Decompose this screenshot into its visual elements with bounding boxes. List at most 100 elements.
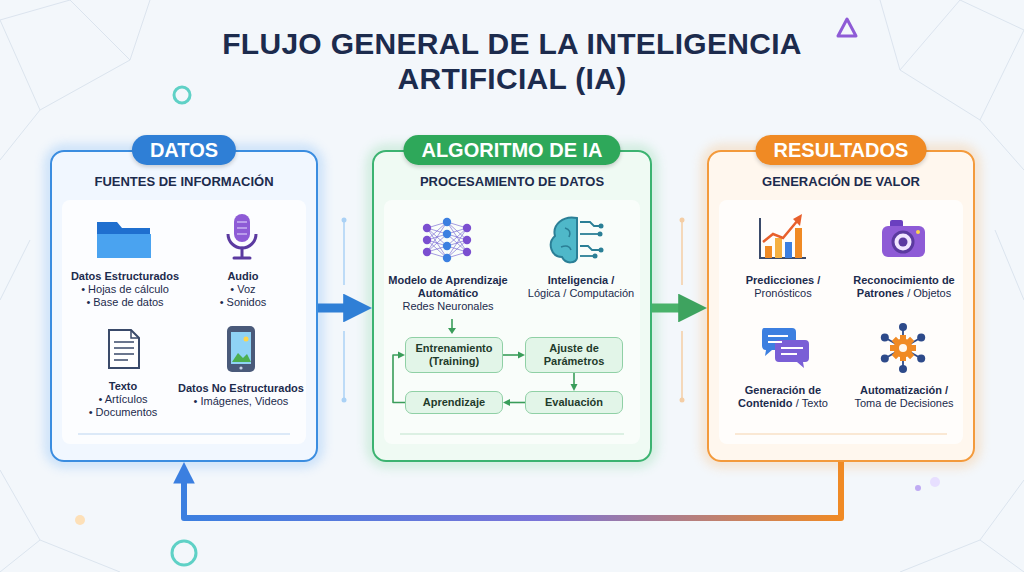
neural-network-icon: [423, 218, 471, 262]
process-step-box: Entrenamiento (Training): [405, 337, 503, 373]
decoration-ring: [174, 87, 190, 103]
stage-heading: ALGORITMO DE IA: [403, 135, 620, 165]
process-step-box: Evaluación: [525, 391, 623, 414]
icon-caption: Generación de Contenido/ Texto: [727, 384, 839, 410]
brain-icon: [599, 224, 604, 229]
separator-line: [78, 433, 290, 434]
neural-network-icon: [443, 242, 451, 250]
document-icon: [131, 330, 139, 338]
gear-network-icon: [899, 344, 907, 352]
bar-chart-icon: [760, 214, 806, 258]
step-label: Ajuste de Parámetros: [529, 342, 619, 368]
gear-network-icon: [881, 323, 925, 373]
bar-chart-icon: [763, 220, 798, 242]
gear-network-icon: [894, 339, 913, 358]
panel-glow: [372, 150, 652, 462]
chat-icon: [775, 340, 809, 368]
stage-subtitle: FUENTES DE INFORMACIÓN: [52, 174, 316, 189]
microphone-icon: [234, 214, 250, 242]
flow-arrow: [318, 304, 358, 313]
panel-glow: [50, 150, 318, 462]
decoration-dot: [75, 515, 85, 525]
item-detail: • Hojas de cálculo: [63, 283, 187, 296]
stage-panel: RESULTADOSGENERACIÓN DE VALOR: [707, 150, 975, 462]
microphone-icon: [234, 248, 250, 258]
feedback-arrow: [184, 462, 841, 518]
step-label: Entrenamiento (Training): [409, 342, 499, 368]
flow-arrow: [507, 402, 525, 404]
microphone-icon: [228, 234, 256, 248]
gear-network-icon: [899, 365, 907, 373]
brain-icon: [599, 248, 604, 253]
bar-chart-icon: [785, 242, 792, 258]
neural-network-icon: [443, 254, 451, 262]
item-heading: Automatización /: [841, 384, 967, 397]
item-detail: • Base de datos: [63, 296, 187, 309]
flow-arrow: [448, 328, 456, 334]
brain-icon: [580, 246, 599, 250]
phone-icon: [227, 326, 255, 372]
folder-icon: [97, 222, 150, 258]
camera-icon: [882, 220, 925, 257]
item-detail: • Sonidos: [195, 296, 291, 309]
icon-caption: Datos No Estructurados• Imágenes, Videos: [173, 382, 309, 408]
panel-fill: [50, 150, 318, 462]
panel-fill: [707, 150, 975, 462]
diagram-title: FLUJO GENERAL DE LA INTELIGENCIA ARTIFIC…: [212, 26, 812, 96]
circuit-trace: [342, 218, 347, 223]
bar-chart-icon: [765, 246, 772, 258]
item-detail: / Texto: [796, 397, 828, 409]
item-heading: Modelo de Aprendizaje Automático: [375, 274, 521, 300]
separator-line: [78, 433, 947, 434]
icon-caption: Audio• Voz• Sonidos: [195, 270, 291, 309]
flow-arrow: [652, 304, 693, 313]
brain-icon: [580, 255, 593, 257]
circuit-trace: [342, 398, 347, 403]
chat-icon: [781, 348, 803, 354]
neural-network-icon: [443, 218, 451, 226]
gear-network-icon: [917, 334, 925, 342]
item-detail: Redes Neuronales: [375, 300, 521, 313]
icon-caption: Modelo de Aprendizaje AutomáticoRedes Ne…: [375, 274, 521, 313]
document-icon: [109, 330, 139, 368]
item-detail: • Documentos: [68, 406, 178, 419]
separator-line: [735, 433, 947, 434]
panel-fill: [372, 150, 652, 462]
item-detail: / Objetos: [907, 287, 951, 299]
phone-icon: [231, 332, 251, 364]
decoration-ring: [172, 541, 196, 565]
item-heading: Predicciones /: [727, 274, 839, 287]
item-detail: • Artículos: [68, 393, 178, 406]
separator-line: [400, 433, 624, 434]
circuit-trace: [680, 398, 685, 403]
stage-subtitle: GENERACIÓN DE VALOR: [709, 174, 973, 189]
item-heading: Datos Estructurados: [63, 270, 187, 283]
circuit-trace: [680, 218, 685, 223]
chat-icon: [768, 336, 788, 342]
decoration-triangle: [838, 19, 856, 36]
folder-icon: [97, 234, 151, 258]
brain-icon: [551, 217, 604, 262]
step-label: Evaluación: [529, 396, 619, 409]
item-heading: Texto: [68, 380, 178, 393]
gear-network-icon: [917, 355, 925, 363]
neural-network-icon: [423, 248, 431, 256]
folder-icon: [97, 222, 151, 258]
gear-network-icon: [899, 323, 907, 331]
brain-icon: [580, 222, 599, 256]
panel-fill: [384, 200, 640, 444]
stage-heading: DATOS: [132, 135, 236, 165]
panel-fill: [50, 150, 975, 462]
icon-caption: Reconocimiento de Patrones/ Objetos: [841, 274, 967, 300]
item-detail: Toma de Decisiones: [841, 397, 967, 410]
chat-icon: [762, 328, 809, 368]
brain-icon: [561, 228, 571, 250]
phone-icon: [239, 366, 242, 369]
brain-icon: [593, 254, 598, 259]
icon-caption: Inteligencia /Lógica / Computación: [523, 274, 639, 300]
step-label: Aprendizaje: [409, 396, 499, 409]
item-detail: Lógica / Computación: [523, 287, 639, 300]
neural-network-icon: [463, 224, 471, 232]
document-icon: [114, 342, 134, 360]
